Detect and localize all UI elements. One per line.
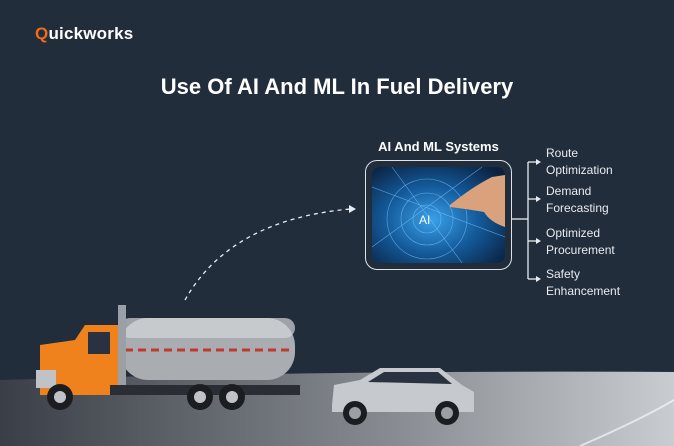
fuel-truck xyxy=(36,305,300,410)
quickworks-logo: Quickworks xyxy=(35,24,134,43)
car xyxy=(332,368,474,425)
page-title: Use Of AI And ML In Fuel Delivery xyxy=(160,74,514,99)
ai-illustration: AI xyxy=(372,167,505,263)
branch-connector xyxy=(512,161,537,280)
dashed-flow-arrow xyxy=(184,208,351,301)
svg-text:AI: AI xyxy=(419,213,430,227)
ai-system-frame xyxy=(365,160,512,270)
system-title: AI And ML Systems xyxy=(378,139,499,154)
